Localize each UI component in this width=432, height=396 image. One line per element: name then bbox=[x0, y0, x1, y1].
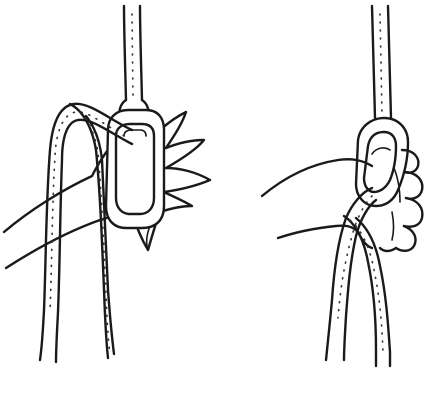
left-figure bbox=[4, 6, 210, 362]
left-belay-device bbox=[106, 110, 164, 228]
right-rope-bight bbox=[326, 188, 390, 366]
right-figure bbox=[262, 6, 422, 366]
left-anchor-rope bbox=[119, 6, 149, 120]
right-anchor-rope bbox=[372, 6, 391, 118]
